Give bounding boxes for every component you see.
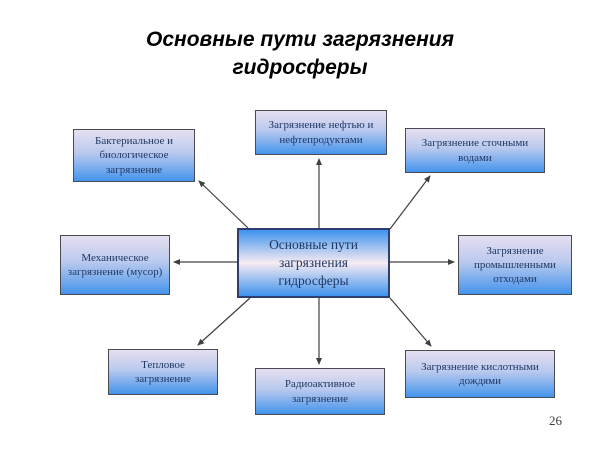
node-label: Радиоактивное загрязнение	[284, 378, 356, 405]
arrow-center-to-sewage	[389, 175, 431, 230]
node-label: Загрязнение промышленными отходами	[474, 244, 556, 286]
node-label: Механическое загрязнение (мусор)	[67, 251, 163, 278]
node-label: Загрязнение сточными водами	[421, 137, 529, 164]
node-label: Тепловое загрязнение	[134, 358, 192, 385]
arrow-center-to-acid-rain	[389, 297, 432, 347]
node-label: Загрязнение нефтью и нефтепродуктами	[268, 119, 374, 146]
node-radioactive-pollution: Радиоактивное загрязнение	[255, 368, 385, 415]
node-mechanical-pollution: Механическое загрязнение (мусор)	[60, 235, 170, 295]
node-label: Основные пути загрязнения гидросферы	[269, 237, 358, 288]
node-oil-pollution: Загрязнение нефтью и нефтепродуктами	[255, 110, 387, 155]
node-acid-rain-pollution: Загрязнение кислотными дождями	[405, 350, 555, 398]
arrow-center-to-bacterial	[198, 180, 249, 229]
node-label: Бактериальное и биологическое загрязнени…	[95, 135, 173, 176]
node-bacterial-pollution: Бактериальное и биологическое загрязнени…	[73, 129, 195, 182]
node-center-main-ways: Основные пути загрязнения гидросферы	[237, 228, 390, 298]
node-industrial-pollution: Загрязнение промышленными отходами	[458, 235, 572, 295]
node-sewage-pollution: Загрязнение сточными водами	[405, 128, 545, 173]
node-thermal-pollution: Тепловое загрязнение	[108, 349, 218, 395]
page-number: 26	[549, 413, 562, 428]
node-label: Загрязнение кислотными дождями	[421, 360, 539, 387]
slide-title: Основные пути загрязнения гидросферы	[146, 28, 454, 80]
arrow-center-to-thermal	[197, 297, 251, 346]
